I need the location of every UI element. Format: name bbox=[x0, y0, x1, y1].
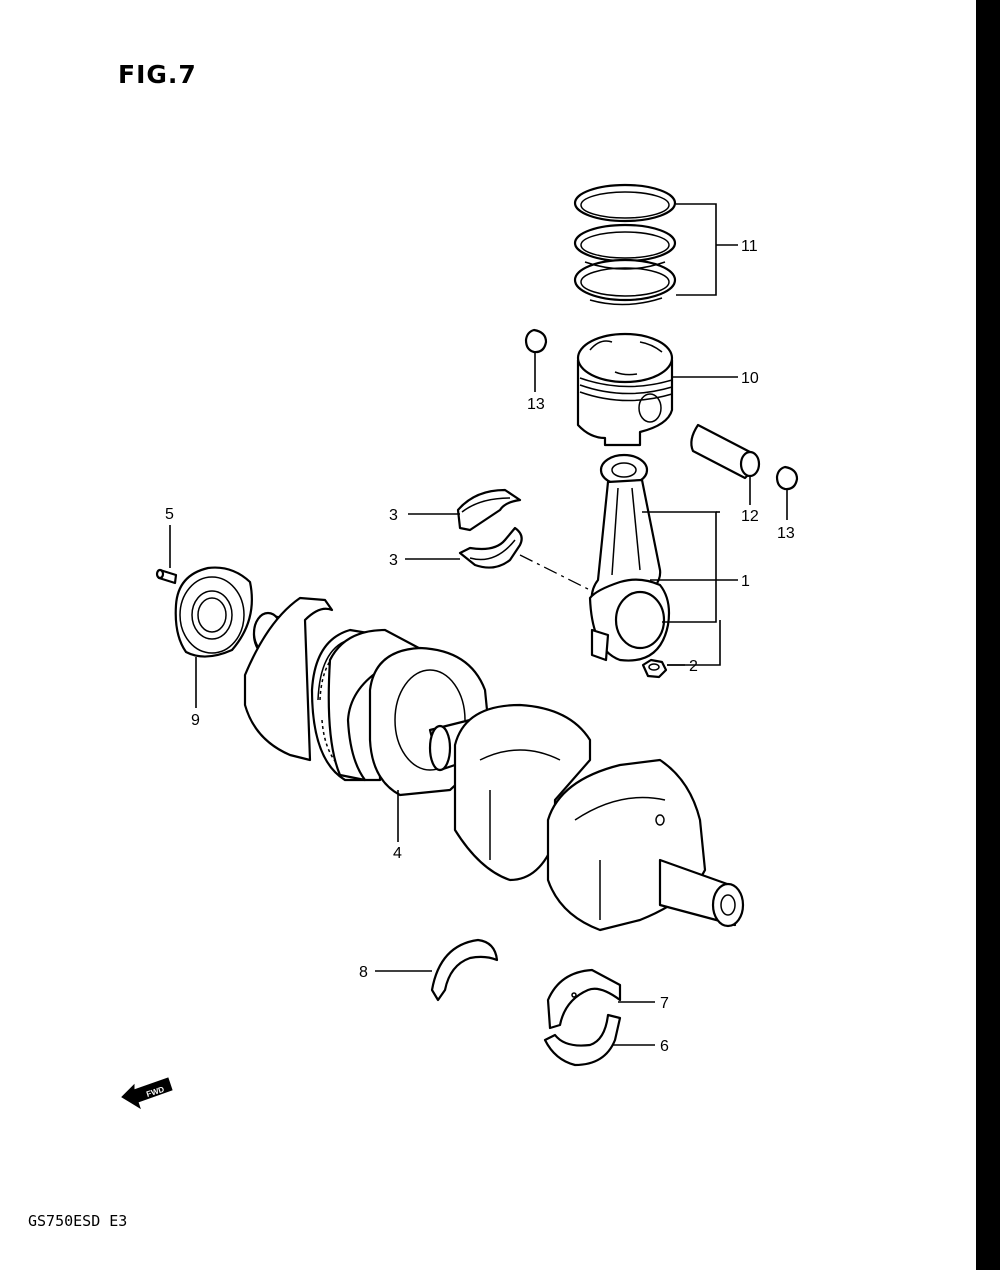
con-rod-bearing-upper[interactable] bbox=[456, 488, 522, 532]
callout-labels: 11 10 13 12 13 1 2 3 3 5 9 4 8 7 6 bbox=[165, 238, 795, 1055]
piston[interactable] bbox=[576, 332, 674, 447]
callout-9[interactable]: 9 bbox=[191, 712, 200, 729]
crankshaft[interactable] bbox=[243, 596, 745, 932]
callout-12[interactable]: 12 bbox=[741, 508, 759, 525]
assembly-centerline bbox=[519, 554, 591, 591]
con-rod-nut[interactable] bbox=[641, 658, 668, 679]
callout-7[interactable]: 7 bbox=[660, 995, 669, 1012]
connecting-rod[interactable] bbox=[588, 453, 671, 662]
leader-lines bbox=[169, 203, 788, 1046]
callout-10[interactable]: 10 bbox=[741, 370, 759, 387]
model-code: GS750ESD E3 bbox=[28, 1212, 128, 1230]
callout-6[interactable]: 6 bbox=[660, 1038, 669, 1055]
piston-pin[interactable] bbox=[690, 423, 761, 480]
callout-13-left[interactable]: 13 bbox=[527, 396, 545, 413]
callout-1[interactable]: 1 bbox=[741, 573, 750, 590]
callout-2[interactable]: 2 bbox=[689, 658, 698, 675]
callout-8[interactable]: 8 bbox=[359, 964, 368, 981]
circlip-right[interactable] bbox=[775, 465, 799, 491]
callout-3-upper[interactable]: 3 bbox=[389, 507, 398, 524]
oil-seal[interactable] bbox=[174, 566, 253, 658]
main-bearing-lower[interactable] bbox=[543, 1013, 622, 1067]
piston-rings[interactable] bbox=[573, 183, 677, 306]
dowel-pin[interactable] bbox=[155, 568, 178, 585]
thrust-washer[interactable] bbox=[430, 938, 499, 1002]
main-bearing-upper[interactable] bbox=[546, 968, 622, 1030]
fwd-arrow-icon: FWD bbox=[121, 1077, 173, 1110]
figure-title: FIG.7 bbox=[118, 60, 197, 89]
circlip-left[interactable] bbox=[524, 328, 548, 354]
callout-4[interactable]: 4 bbox=[393, 845, 402, 862]
scan-edge-bar bbox=[976, 0, 1000, 1270]
callout-5[interactable]: 5 bbox=[165, 506, 174, 523]
callout-13-right[interactable]: 13 bbox=[777, 525, 795, 542]
callout-3-lower[interactable]: 3 bbox=[389, 552, 398, 569]
callout-11[interactable]: 11 bbox=[741, 238, 758, 255]
con-rod-bearing-lower[interactable] bbox=[458, 526, 523, 569]
